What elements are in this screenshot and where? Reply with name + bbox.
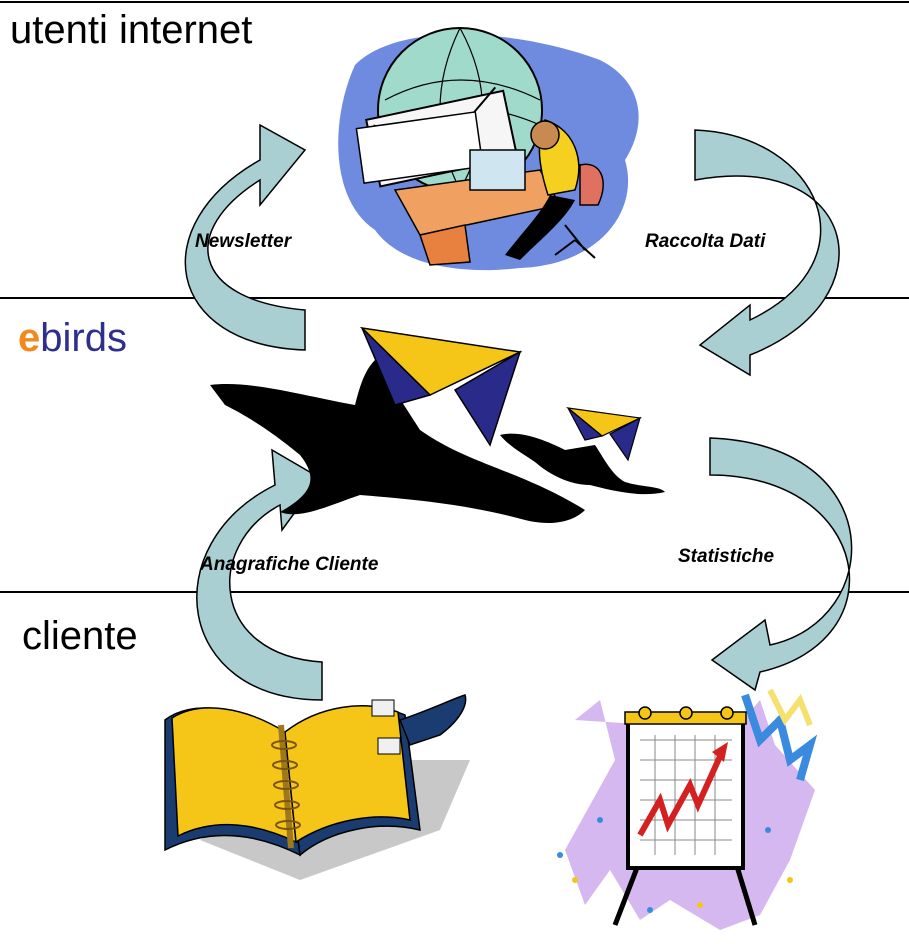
brand-prefix: e [18, 316, 41, 360]
section-title-client: cliente [22, 614, 138, 658]
address-book-icon [164, 694, 470, 880]
growth-chart-icon [557, 688, 818, 930]
label-client-records: Anagrafiche Cliente [200, 554, 379, 575]
label-statistics: Statistiche [678, 546, 775, 567]
arrow-raccolta-dati [694, 129, 840, 377]
label-data-collection: Raccolta Dati [645, 231, 766, 252]
flying-birds-envelope-icon [210, 326, 665, 523]
arrow-anagrafiche [196, 448, 323, 701]
computer-user-email-icon [338, 27, 639, 271]
brand-logo: ebirds [18, 318, 127, 358]
section-title-internet-users: utenti internet [10, 8, 253, 52]
arrow-newsletter [184, 123, 307, 351]
label-newsletter: Newsletter [195, 231, 292, 252]
brand-name: birds [40, 316, 127, 360]
arrow-statistiche [709, 437, 853, 692]
